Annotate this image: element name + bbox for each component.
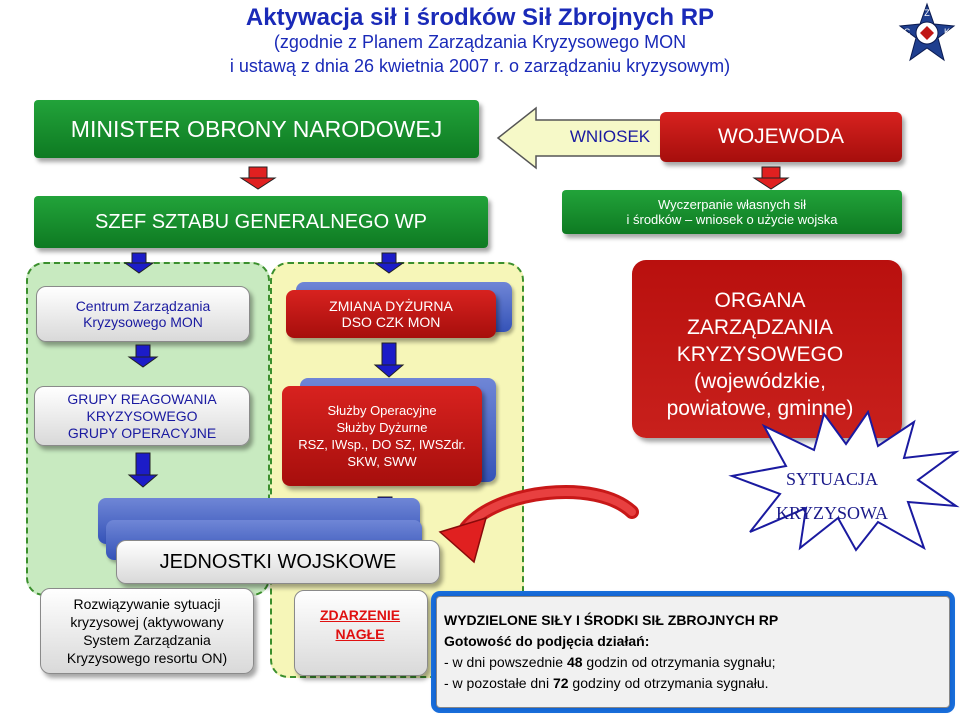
sytuacja-line-2: KRYZYSOWA bbox=[775, 503, 888, 523]
wydzielone-text: WYDZIELONE SIŁY I ŚRODKI SIŁ ZBROJNYCH R… bbox=[444, 610, 944, 694]
wydzielone-line-3: - w dni powszednie 48 godzin od otrzyman… bbox=[444, 652, 944, 673]
zmiana-box: ZMIANA DYŻURNA DSO CZK MON bbox=[286, 290, 496, 338]
zdarzenie-text: ZDARZENIE NAGŁE bbox=[300, 606, 420, 644]
sytuacja-line-1: SYTUACJA bbox=[785, 469, 878, 489]
wojewoda-label: WOJEWODA bbox=[718, 125, 844, 148]
jednostki-box: JEDNOSTKI WOJSKOWE bbox=[116, 540, 440, 584]
wydzielone-line-2: Gotowość do podjęcia działań: bbox=[444, 633, 650, 649]
organa-line-3: KRYZYSOWEGO bbox=[676, 342, 844, 366]
wyczerpanie-line-2: i środków – wniosek o użycie wojska bbox=[626, 212, 838, 227]
wydzielone-hours-48: 48 bbox=[566, 654, 583, 670]
emblem-letter-z: Z bbox=[924, 8, 930, 18]
grupy-line-1: GRUPY REAGOWANIA bbox=[67, 390, 217, 407]
rozwiazywanie-line-3: System Zarządzania bbox=[83, 632, 211, 648]
jednostki-label: JEDNOSTKI WOJSKOWE bbox=[159, 550, 397, 573]
slide-title: Aktywacja sił i środków Sił Zbrojnych RP… bbox=[170, 6, 790, 78]
wydzielone-box bbox=[436, 596, 950, 708]
sluzby-line-2: Służby Dyżurne bbox=[336, 420, 428, 435]
emblem-letter-k: K bbox=[944, 27, 950, 37]
down-arrow-icon bbox=[127, 344, 159, 368]
rozwiazywanie-box: Rozwiązywanie sytuacji kryzysowej (aktyw… bbox=[40, 588, 254, 674]
down-arrow-icon bbox=[752, 166, 790, 190]
sluzby-line-4: SKW, SWW bbox=[347, 454, 417, 469]
wniosek-label: WNIOSEK bbox=[569, 127, 651, 146]
wydzielone-line-3-pre: - w dni powszednie bbox=[444, 654, 567, 670]
rozwiazywanie-line-1: Rozwiązywanie sytuacji bbox=[73, 596, 221, 612]
wyczerpanie-line-1: Wyczerpanie własnych sił bbox=[658, 197, 806, 212]
down-arrow-icon bbox=[373, 342, 405, 378]
down-arrow-icon bbox=[127, 452, 159, 488]
wydzielone-line-4-pre: - w pozostałe dni bbox=[444, 675, 553, 691]
sytuacja-text: SYTUACJA KRYZYSOWA bbox=[762, 462, 902, 530]
zdarzenie-line-2: NAGŁE bbox=[335, 626, 385, 642]
rozwiazywanie-line-2: kryzysowej (aktywowany bbox=[70, 614, 224, 630]
organa-box: ORGANA ZARZĄDZANIA KRYZYSOWEGO (wojewódz… bbox=[640, 274, 880, 434]
minister-label: MINISTER OBRONY NARODOWEJ bbox=[70, 115, 443, 142]
rozwiazywanie-line-4: Kryzysowego resortu ON) bbox=[66, 650, 228, 666]
grupy-line-2: KRYZYSOWEGO bbox=[86, 407, 198, 424]
zdarzenie-line-1: ZDARZENIE bbox=[319, 607, 401, 623]
organa-back bbox=[632, 260, 902, 438]
czk-line-1: Centrum Zarządzania bbox=[75, 298, 211, 314]
zmiana-line-1: ZMIANA DYŻURNA bbox=[329, 298, 453, 314]
organa-line-4: (wojewódzkie, bbox=[694, 369, 826, 393]
szef-label: SZEF SZTABU GENERALNEGO WP bbox=[95, 210, 427, 233]
arrow-szef-to-zmiana bbox=[372, 252, 406, 274]
grupy-line-3: GRUPY OPERACYJNE bbox=[67, 424, 217, 441]
arrow-zmiana-to-sluzby bbox=[372, 342, 406, 378]
minister-box: MINISTER OBRONY NARODOWEJ bbox=[34, 100, 479, 158]
title-line-1: Aktywacja sił i środków Sił Zbrojnych RP bbox=[245, 4, 715, 31]
down-arrow-icon bbox=[373, 252, 405, 274]
organa-line-1: ORGANA bbox=[714, 288, 806, 312]
zdarzenie-box bbox=[294, 590, 428, 676]
czk-line-2: Kryzysowego MON bbox=[83, 314, 203, 330]
title-line-2: (zgodnie z Planem Zarządzania Kryzysoweg… bbox=[273, 32, 687, 52]
wyczerpanie-box: Wyczerpanie własnych sił i środków – wni… bbox=[562, 190, 902, 234]
grupy-box: GRUPY REAGOWANIA KRYZYSOWEGO GRUPY OPERA… bbox=[34, 386, 250, 446]
zck-emblem-icon: Z C K bbox=[898, 2, 956, 62]
wydzielone-line-3-post: godzin od otrzymania sygnału; bbox=[582, 654, 776, 670]
arrow-szef-to-czk bbox=[122, 252, 156, 274]
arrow-minister-to-szef bbox=[237, 166, 279, 190]
arrow-wojewoda-down bbox=[750, 166, 792, 190]
sluzby-box: Służby Operacyjne Służby Dyżurne RSZ, IW… bbox=[282, 386, 482, 486]
curved-arrow-icon bbox=[438, 485, 639, 564]
organa-line-5: powiatowe, gminne) bbox=[666, 396, 854, 420]
wojewoda-box: WOJEWODA bbox=[660, 112, 902, 162]
sluzby-line-3: RSZ, IWsp., DO SZ, IWSZdr. bbox=[298, 437, 466, 452]
wydzielone-line-4-post: godziny od otrzymania sygnału. bbox=[568, 675, 769, 691]
wydzielone-hours-72: 72 bbox=[552, 675, 569, 691]
down-arrow-icon bbox=[123, 252, 155, 274]
organa-line-2: ZARZĄDZANIA bbox=[687, 315, 833, 339]
szef-box: SZEF SZTABU GENERALNEGO WP bbox=[34, 196, 488, 248]
arrow-czk-to-grupy bbox=[126, 344, 160, 368]
wydzielone-line-4: - w pozostałe dni 72 godziny od otrzyman… bbox=[444, 673, 944, 694]
title-line-3: i ustawą z dnia 26 kwietnia 2007 r. o za… bbox=[229, 56, 731, 76]
down-arrow-icon bbox=[239, 166, 277, 190]
emblem-letter-c: C bbox=[904, 27, 911, 37]
zmiana-line-2: DSO CZK MON bbox=[341, 314, 441, 330]
arrow-grupy-to-jednostki bbox=[126, 452, 160, 488]
wydzielone-line-1: WYDZIELONE SIŁY I ŚRODKI SIŁ ZBROJNYCH R… bbox=[444, 612, 779, 628]
czk-box: Centrum Zarządzania Kryzysowego MON bbox=[36, 286, 250, 342]
sytuacja-starburst-icon bbox=[728, 410, 960, 552]
sluzby-line-1: Służby Operacyjne bbox=[327, 403, 437, 418]
